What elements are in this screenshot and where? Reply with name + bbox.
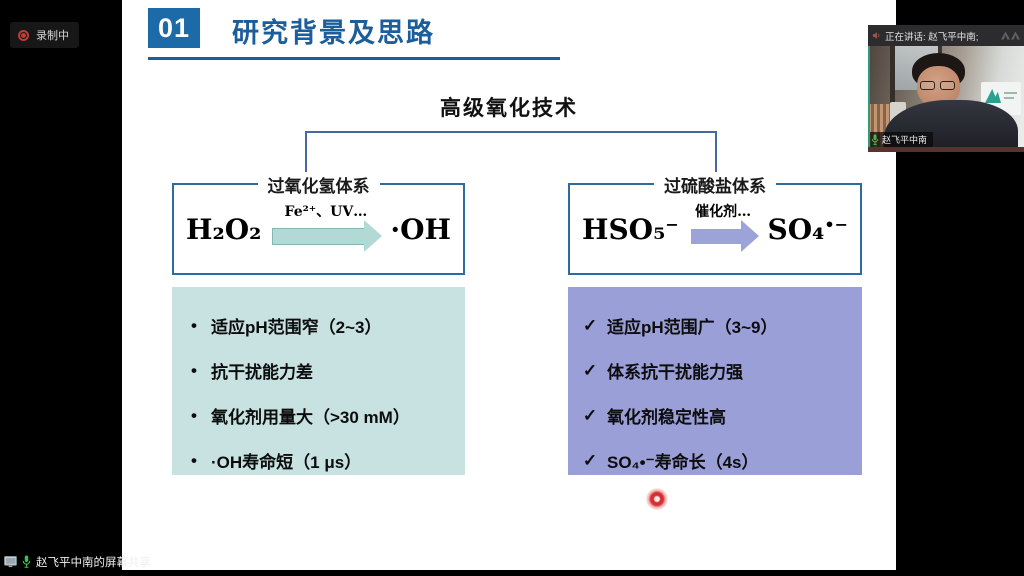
laser-pointer-dot [646,488,668,510]
list-item: ✓ 适应pH范围广（3~9） [582,303,862,348]
screen-share-status: 赵飞平中南的屏幕共享 [4,553,151,570]
h2o2-reactant: H₂O₂ [186,212,262,246]
bullet-icon: • [191,360,197,380]
h2o2-system-box: 过氧化氢体系 H₂O₂ Fe²⁺、UV… ·OH [172,172,465,275]
speaking-banner: 正在讲话: 赵飞平中南; [885,31,979,43]
shared-slide: 01 研究背景及思路 高级氧化技术 过氧化氢体系 H₂O₂ Fe²⁺、UV… ·… [122,0,896,570]
h2o2-system-label: 过氧化氢体系 [257,172,380,197]
title-underline [148,57,560,60]
speaker-icon [872,31,881,40]
persulfate-reactant: HSO₅− [582,212,679,246]
screen-share-icon [4,555,17,568]
participant-video-window[interactable]: 正在讲话: 赵飞平中南; 赵飞平中南 [868,25,1024,152]
point-text: SO₄•⁻寿命长（4s） [607,453,759,472]
check-icon: ✓ [582,315,598,335]
participant-name-badge: 赵飞平中南 [868,132,934,147]
recording-label: 录制中 [36,30,69,42]
list-item: • ·OH寿命短（1 μs） [186,438,465,483]
list-item: ✓ 氧化剂稳定性高 [582,393,862,438]
h2o2-arrow-label: Fe²⁺、UV… [284,204,368,220]
point-text: 适应pH范围窄（2~3） [211,318,382,337]
check-icon: ✓ [582,450,598,470]
list-item: • 抗干扰能力差 [186,348,465,393]
slide-title: 研究背景及思路 [232,18,435,48]
bullet-icon: • [191,450,197,470]
point-text: 体系抗干扰能力强 [607,363,743,382]
point-text: 抗干扰能力差 [211,363,313,382]
video-feed: 赵飞平中南 [868,46,1024,147]
mic-on-icon [22,555,31,568]
h2o2-points-panel: • 适应pH范围窄（2~3） • 抗干扰能力差 • 氧化剂用量大（>30 mM）… [172,287,465,475]
connector-line [715,131,717,183]
point-text: ·OH寿命短（1 μs） [211,453,362,472]
record-dot-icon [18,29,29,41]
meeting-app-logo-icon [1001,31,1020,40]
bullet-icon: • [191,405,197,425]
bullet-icon: • [191,315,197,335]
active-speaker-border [868,46,870,147]
persulfate-system-label: 过硫酸盐体系 [654,172,776,197]
persulfate-arrow-label: 催化剂… [695,204,752,220]
list-item: ✓ SO₄•⁻寿命长（4s） [582,438,862,483]
list-item: • 氧化剂用量大（>30 mM） [186,393,465,438]
point-text: 氧化剂稳定性高 [607,408,726,427]
persulfate-product: SO₄•− [767,212,848,246]
persulfate-points-panel: ✓ 适应pH范围广（3~9） ✓ 体系抗干扰能力强 ✓ 氧化剂稳定性高 ✓ SO… [568,287,862,475]
list-item: ✓ 体系抗干扰能力强 [582,348,862,393]
section-number-badge: 01 [148,8,200,48]
list-item: • 适应pH范围窄（2~3） [186,303,465,348]
connector-line [305,131,717,133]
participant-name: 赵飞平中南 [882,135,928,145]
connector-line [305,131,307,183]
persulfate-system-box: 过硫酸盐体系 HSO₅− 催化剂… SO₄•− [568,172,862,275]
reaction-arrow-icon: 催化剂… [687,204,760,252]
check-icon: ✓ [582,405,598,425]
video-window-header: 正在讲话: 赵飞平中南; [868,25,1024,46]
screen-share-label: 赵飞平中南的屏幕共享 [36,556,151,569]
reaction-arrow-icon: Fe²⁺、UV… [269,204,383,252]
recording-indicator: 录制中 [10,22,79,48]
check-icon: ✓ [582,360,598,380]
slide-heading: 高级氧化技术 [440,97,578,120]
mic-on-icon [871,134,879,145]
point-text: 氧化剂用量大（>30 mM） [211,408,410,427]
point-text: 适应pH范围广（3~9） [607,318,778,337]
h2o2-product: ·OH [390,212,451,246]
